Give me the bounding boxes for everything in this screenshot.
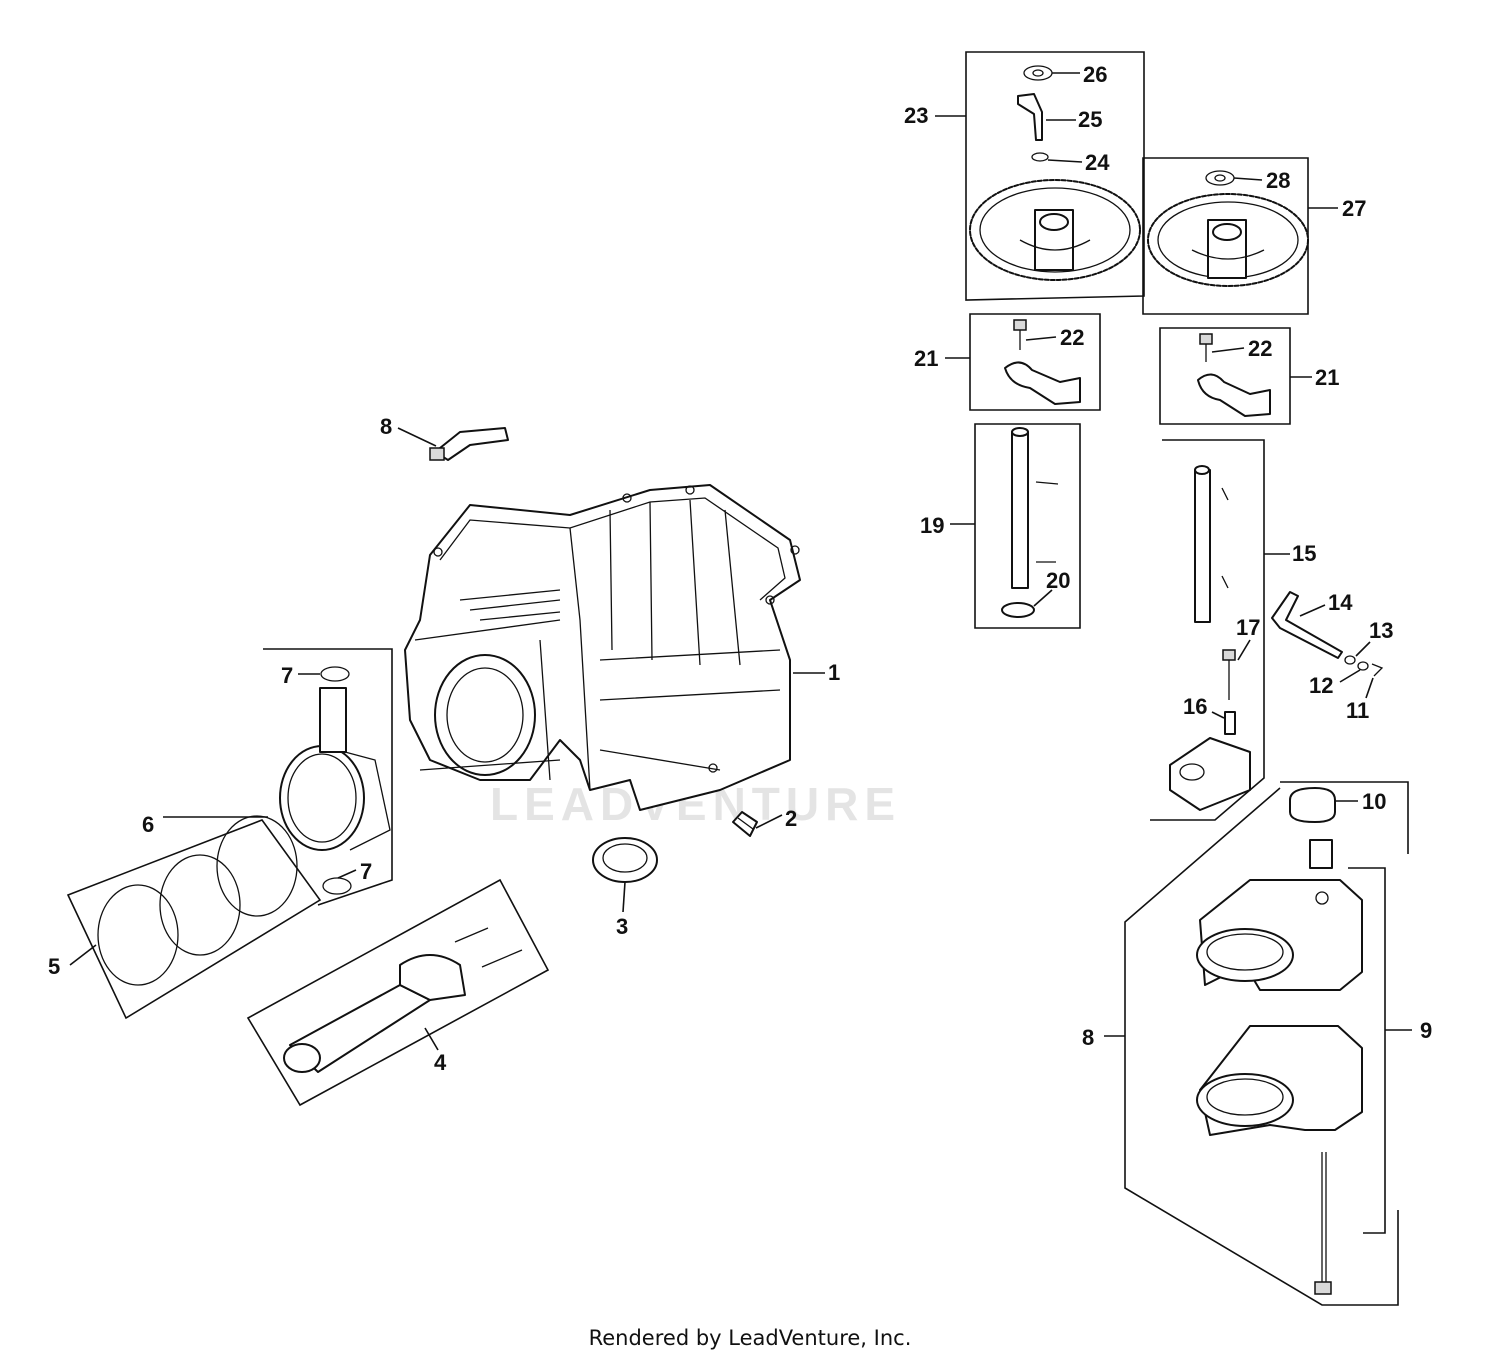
piston-part bbox=[279, 687, 391, 851]
callout-14: 13 bbox=[1369, 618, 1393, 643]
callout-21b: 21 bbox=[1315, 365, 1339, 390]
callout-1: 1 bbox=[828, 660, 840, 685]
shaft-part bbox=[1194, 465, 1229, 623]
cam-lever-part bbox=[1017, 93, 1043, 141]
callout-6: 6 bbox=[142, 812, 154, 837]
callout-26: 26 bbox=[1083, 62, 1107, 87]
long-bolt-part bbox=[1314, 1152, 1332, 1295]
spacer-part bbox=[1289, 787, 1336, 823]
callout-7b: 7 bbox=[360, 859, 372, 884]
shaft-washer-part bbox=[1001, 602, 1035, 618]
callout-19: 19 bbox=[920, 513, 944, 538]
clip-part bbox=[1371, 663, 1384, 677]
lifter-bolt-part-2 bbox=[1199, 333, 1213, 362]
oil-pump-part bbox=[1169, 737, 1251, 811]
footer-credit: Rendered by LeadVenture, Inc. bbox=[588, 1326, 912, 1350]
callout-25: 25 bbox=[1078, 107, 1102, 132]
callout-28: 28 bbox=[1266, 168, 1290, 193]
callout-11: 10 bbox=[1362, 789, 1386, 814]
callout-8: 8 bbox=[380, 414, 392, 439]
callout-16: 15 bbox=[1292, 541, 1316, 566]
callout-15: 14 bbox=[1328, 590, 1353, 615]
callout-24: 24 bbox=[1085, 150, 1110, 175]
callout-20: 20 bbox=[1046, 568, 1070, 593]
breather-tube-part bbox=[429, 427, 509, 461]
gear-washer-part bbox=[1205, 170, 1235, 186]
callout-5: 5 bbox=[48, 954, 60, 979]
cam-washer-part bbox=[1023, 65, 1053, 81]
callout-13: 12 bbox=[1309, 673, 1333, 698]
bushing-part bbox=[1309, 839, 1333, 869]
callout-23: 23 bbox=[904, 103, 928, 128]
callout-2: 2 bbox=[785, 806, 797, 831]
callout-21: 21 bbox=[914, 346, 938, 371]
oil-pump-bolt-part bbox=[1222, 649, 1236, 700]
balance-housing-part bbox=[1196, 879, 1363, 991]
washer-14-part bbox=[1344, 655, 1356, 665]
callout-10: 9 bbox=[1420, 1018, 1432, 1043]
governor-shaft-part bbox=[1271, 591, 1343, 659]
lifter-arm-part bbox=[1004, 361, 1081, 405]
callout-18: 17 bbox=[1236, 615, 1260, 640]
crankcase-part bbox=[404, 484, 801, 811]
connecting-rod-part bbox=[283, 927, 523, 1073]
snap-ring-part bbox=[320, 666, 352, 895]
callout-12: 11 bbox=[1346, 698, 1369, 723]
camshaft-gear-part bbox=[969, 179, 1141, 281]
callout-27: 27 bbox=[1342, 196, 1366, 221]
plug-part bbox=[732, 811, 758, 837]
callout-17: 16 bbox=[1183, 694, 1207, 719]
callout-7: 7 bbox=[281, 663, 293, 688]
oil-seal-part bbox=[592, 837, 658, 883]
callout-3: 3 bbox=[616, 914, 628, 939]
balance-gear-part bbox=[1147, 193, 1309, 287]
piston-rings-part bbox=[97, 815, 298, 986]
lifter-arm-part-2 bbox=[1197, 373, 1271, 417]
callout-22b: 22 bbox=[1248, 336, 1272, 361]
lifter-bolt-part bbox=[1013, 319, 1027, 350]
callout-9: 8 bbox=[1082, 1025, 1094, 1050]
cam-spring-part bbox=[1031, 152, 1049, 162]
lifter-shaft-part bbox=[1011, 427, 1059, 589]
callout-4: 4 bbox=[434, 1050, 447, 1075]
callout-22: 22 bbox=[1060, 325, 1084, 350]
balance-housing-part-2 bbox=[1196, 1025, 1363, 1136]
washer-13-part bbox=[1357, 661, 1369, 671]
pin-part bbox=[1224, 711, 1236, 735]
